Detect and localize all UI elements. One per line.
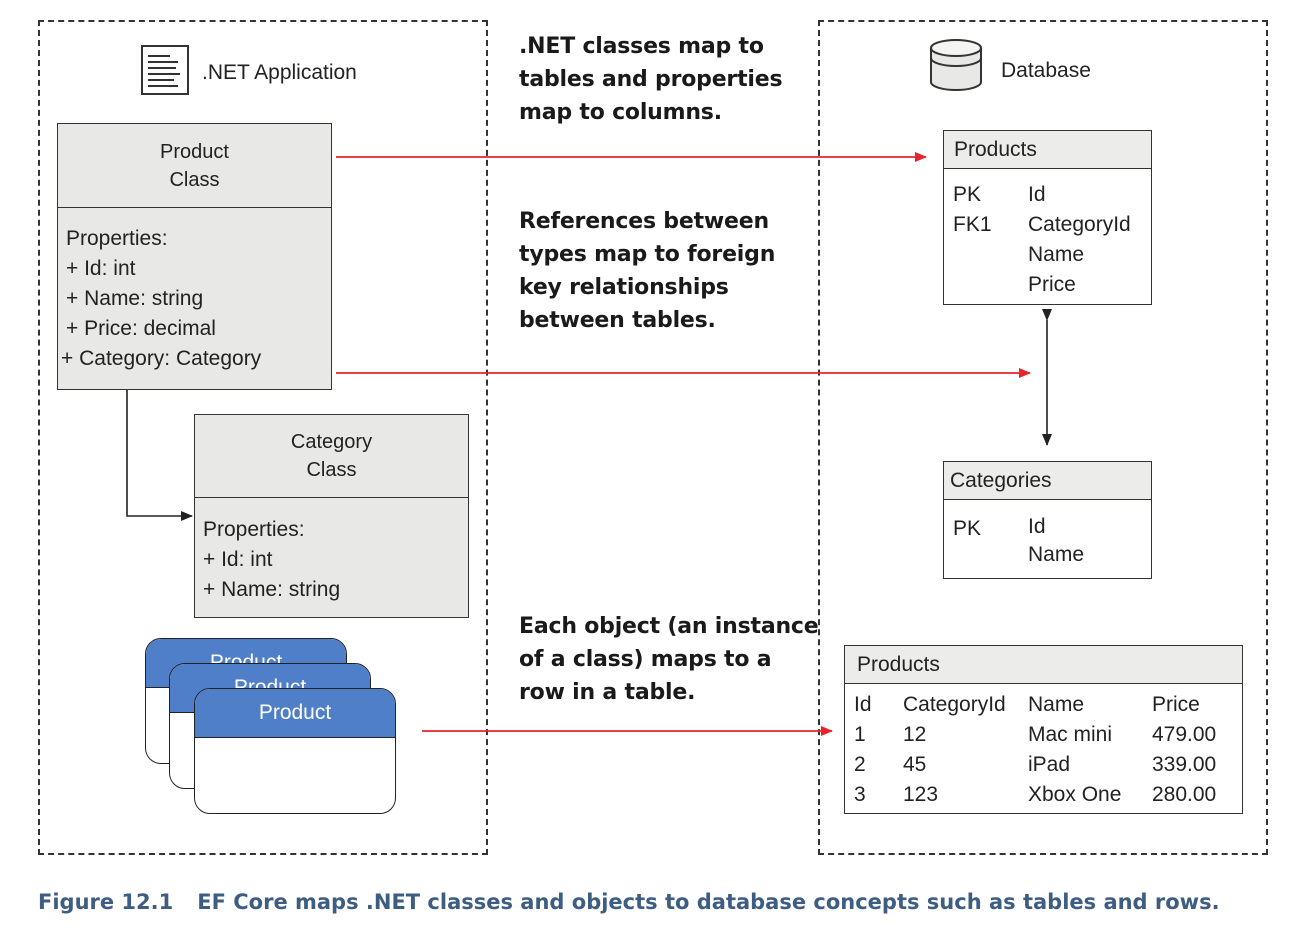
note-objects-to-rows: Each object (an instance of a class) map… bbox=[519, 614, 819, 705]
product-object-card: Product bbox=[194, 688, 396, 814]
column-header: Name bbox=[1028, 693, 1085, 716]
column-name-cell: Name bbox=[1028, 543, 1085, 566]
table-cell: Mac mini bbox=[1028, 723, 1113, 746]
note-classes-to-tables: .NET classes map to tables and propertie… bbox=[519, 34, 783, 125]
product-class-box: Product Class Properties: + Id: int + Na… bbox=[57, 123, 332, 390]
property-line: Properties: bbox=[66, 227, 168, 250]
table-cell: Xbox One bbox=[1028, 783, 1122, 806]
table-cell: 280.00 bbox=[1152, 783, 1217, 806]
column-header: Id bbox=[854, 693, 872, 716]
categories-schema-title: Categories bbox=[944, 462, 1151, 500]
figure-number: Figure 12.1 bbox=[38, 890, 174, 914]
table-cell: 3 bbox=[854, 783, 866, 806]
category-class-properties: Properties: + Id: int + Name: string bbox=[195, 515, 468, 617]
column-name-cell: Price bbox=[1028, 273, 1076, 296]
column-name-cell: Name bbox=[1028, 243, 1085, 266]
figure-caption: Figure 12.1 EF Core maps .NET classes and… bbox=[38, 890, 1220, 914]
category-class-header: Category Class bbox=[195, 415, 468, 498]
key-cell: PK bbox=[953, 517, 982, 540]
column-header: CategoryId bbox=[903, 693, 1006, 716]
column-name-cell: CategoryId bbox=[1028, 213, 1131, 236]
property-line: + Category: Category bbox=[61, 347, 262, 370]
table-cell: 45 bbox=[903, 753, 927, 776]
column-header: Price bbox=[1152, 693, 1200, 716]
table-cell: 2 bbox=[854, 753, 866, 776]
product-class-subtitle: Class bbox=[169, 168, 220, 191]
dotnet-application-label: .NET Application bbox=[202, 61, 357, 84]
product-object-header: Product bbox=[195, 689, 395, 738]
figure-caption-text: EF Core maps .NET classes and objects to… bbox=[197, 890, 1220, 914]
table-cell: iPad bbox=[1028, 753, 1071, 776]
table-cell: 1 bbox=[854, 723, 866, 746]
category-class-subtitle: Class bbox=[306, 459, 357, 481]
database-region bbox=[818, 20, 1268, 855]
table-cell: 12 bbox=[903, 723, 927, 746]
category-class-title: Category bbox=[290, 431, 373, 453]
document-icon bbox=[141, 45, 189, 95]
products-schema-title: Products bbox=[944, 131, 1151, 169]
products-rows-title: Products bbox=[845, 646, 1242, 684]
column-name-cell: Id bbox=[1028, 183, 1046, 206]
product-to-category-connector bbox=[126, 390, 193, 521]
table-cell: 479.00 bbox=[1152, 723, 1217, 746]
property-line: + Id: int bbox=[203, 548, 273, 571]
database-icon bbox=[930, 39, 982, 91]
property-line: Properties: bbox=[203, 518, 305, 541]
product-class-title: Product bbox=[160, 140, 229, 163]
property-line: + Name: string bbox=[203, 578, 341, 601]
product-class-properties: Properties: + Id: int + Name: string + P… bbox=[58, 224, 331, 389]
categories-schema-table: Categories PK Id Name bbox=[943, 461, 1152, 579]
products-rows-table: Products Id CategoryId Name Price 1 12 M… bbox=[844, 645, 1243, 814]
product-class-header: Product Class bbox=[58, 124, 331, 208]
property-line: + Id: int bbox=[66, 257, 136, 280]
category-class-box: Category Class Properties: + Id: int + N… bbox=[194, 414, 469, 618]
key-cell: PK bbox=[953, 183, 982, 206]
column-name-cell: Id bbox=[1028, 515, 1046, 538]
products-schema-table: Products PK FK1 Id CategoryId Name Price bbox=[943, 130, 1152, 305]
table-cell: 339.00 bbox=[1152, 753, 1217, 776]
database-label: Database bbox=[1001, 59, 1091, 82]
dotnet-application-region bbox=[38, 20, 488, 855]
key-cell: FK1 bbox=[953, 213, 992, 236]
property-line: + Name: string bbox=[66, 287, 204, 310]
property-line: + Price: decimal bbox=[66, 317, 216, 340]
table-cell: 123 bbox=[903, 783, 939, 806]
note-references-to-foreign-keys: References between types map to foreign … bbox=[519, 209, 776, 333]
